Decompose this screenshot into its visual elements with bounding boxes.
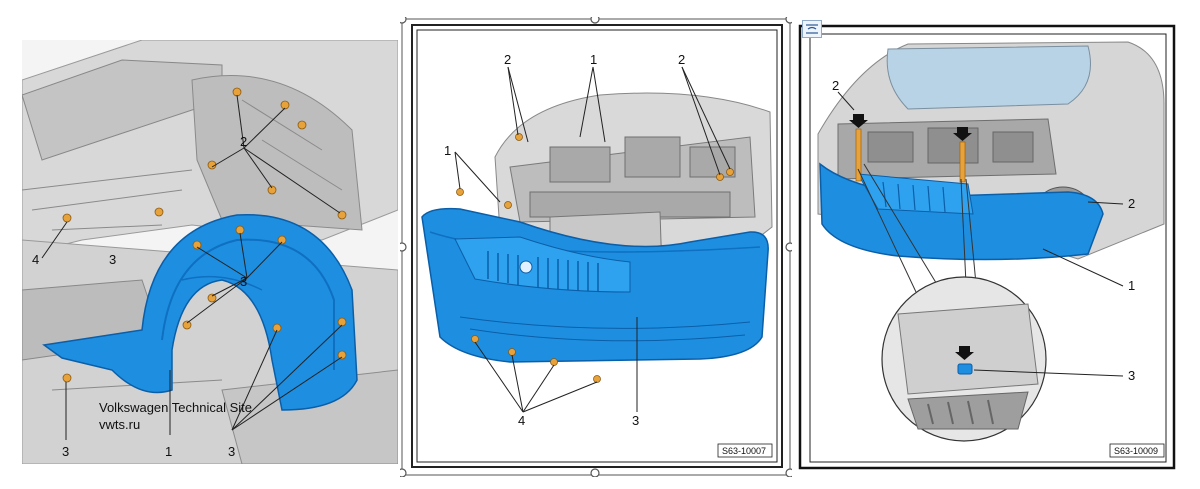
callout-2: 2 <box>1128 196 1135 211</box>
selection-handles[interactable] <box>400 17 792 477</box>
callout-3: 3 <box>240 274 247 289</box>
watermark-title: Volkswagen Technical Site <box>99 400 252 415</box>
wheel-housing-liner-drawing: 2 4 3 3 3 1 3 Volkswagen Technical Site … <box>21 39 399 465</box>
callout-4: 4 <box>518 413 525 428</box>
middle-diagram-panel[interactable]: 2 1 2 1 3 4 3 S63-10007 <box>400 17 792 477</box>
figure-code: S63-10009 <box>1114 446 1158 456</box>
bumper-mounting-drawing: 2 2 1 3 S63-10009 <box>798 24 1176 470</box>
front-bumper-drawing: 2 1 2 1 3 4 3 S63-10007 <box>400 17 792 477</box>
layout-options-icon <box>806 24 818 34</box>
callout-1: 1 <box>444 143 451 158</box>
right-diagram-panel: 2 2 1 3 S63-10009 <box>798 24 1176 470</box>
callout-1: 1 <box>1128 278 1135 293</box>
resize-handle-bottom[interactable] <box>590 468 600 477</box>
callout-3: 3 <box>632 413 639 428</box>
callout-2: 2 <box>678 52 685 67</box>
figure-code: S63-10007 <box>722 446 766 456</box>
callout-1: 1 <box>165 444 172 459</box>
resize-handle-top-right[interactable] <box>785 17 792 24</box>
callout-3: 3 <box>62 444 69 459</box>
resize-handle-bottom-right[interactable] <box>785 468 792 477</box>
callout-3: 3 <box>109 252 116 267</box>
callout-3: 3 <box>1128 368 1135 383</box>
resize-handle-left[interactable] <box>400 242 407 252</box>
resize-handle-top-left[interactable] <box>400 17 407 24</box>
left-diagram-panel: 2 4 3 3 3 1 3 Volkswagen Technical Site … <box>21 39 399 465</box>
watermark-url: vwts.ru <box>99 417 140 432</box>
callout-4: 4 <box>32 252 39 267</box>
resize-handle-right[interactable] <box>785 242 792 252</box>
resize-handle-bottom-left[interactable] <box>400 468 407 477</box>
layout-options-button[interactable] <box>802 20 822 38</box>
resize-handle-top[interactable] <box>590 17 600 24</box>
callout-2: 2 <box>832 78 839 93</box>
callout-2: 2 <box>504 52 511 67</box>
callout-3: 3 <box>228 444 235 459</box>
callout-1: 1 <box>590 52 597 67</box>
callout-2: 2 <box>240 134 247 149</box>
